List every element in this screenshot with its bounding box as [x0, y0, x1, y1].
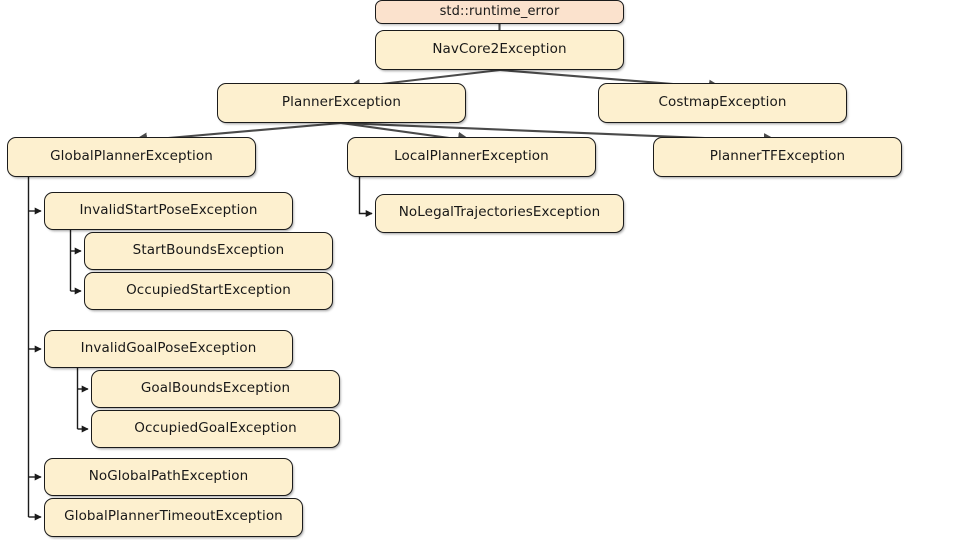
- node-label: OccupiedStartException: [126, 281, 291, 298]
- node-label: NoGlobalPathException: [88, 467, 249, 484]
- node-NoGlobalPathException[interactable]: NoGlobalPathException: [44, 458, 293, 496]
- node-label: std::runtime_error: [439, 4, 560, 19]
- node-label: PlannerException: [281, 93, 402, 110]
- node-NavCore2Exception[interactable]: NavCore2Exception: [375, 30, 624, 70]
- node-std_runtime_error[interactable]: std::runtime_error: [375, 0, 624, 24]
- node-PlannerException[interactable]: PlannerException: [217, 83, 466, 123]
- node-PlannerTFException[interactable]: PlannerTFException: [653, 137, 902, 177]
- node-InvalidGoalPoseException[interactable]: InvalidGoalPoseException: [44, 330, 293, 368]
- node-label: NoLegalTrajectoriesException: [398, 204, 601, 221]
- node-label: NavCore2Exception: [432, 40, 567, 57]
- node-label: OccupiedGoalException: [134, 419, 297, 436]
- node-label: GlobalPlannerException: [50, 147, 213, 164]
- node-OccupiedGoalException[interactable]: OccupiedGoalException: [91, 410, 340, 448]
- node-GlobalPlannerTimeoutException[interactable]: GlobalPlannerTimeoutException: [44, 498, 303, 537]
- node-NoLegalTrajectoriesException[interactable]: NoLegalTrajectoriesException: [375, 194, 624, 233]
- node-label: PlannerTFException: [709, 147, 846, 164]
- node-CostmapException[interactable]: CostmapException: [598, 83, 847, 123]
- node-GoalBoundsException[interactable]: GoalBoundsException: [91, 370, 340, 408]
- node-LocalPlannerException[interactable]: LocalPlannerException: [347, 137, 596, 177]
- node-label: StartBoundsException: [132, 241, 285, 258]
- node-label: LocalPlannerException: [394, 147, 549, 164]
- node-GlobalPlannerException[interactable]: GlobalPlannerException: [7, 137, 256, 177]
- edge-localplanner-to-nolegaltrajectories: [358, 177, 373, 217]
- node-label: GlobalPlannerTimeoutException: [64, 508, 283, 525]
- node-label: CostmapException: [658, 93, 787, 110]
- node-label: InvalidStartPoseException: [79, 201, 258, 218]
- node-OccupiedStartException[interactable]: OccupiedStartException: [84, 272, 333, 310]
- node-label: GoalBoundsException: [140, 379, 291, 396]
- node-label: InvalidGoalPoseException: [80, 339, 257, 356]
- node-InvalidStartPoseException[interactable]: InvalidStartPoseException: [44, 192, 293, 230]
- node-StartBoundsException[interactable]: StartBoundsException: [84, 232, 333, 270]
